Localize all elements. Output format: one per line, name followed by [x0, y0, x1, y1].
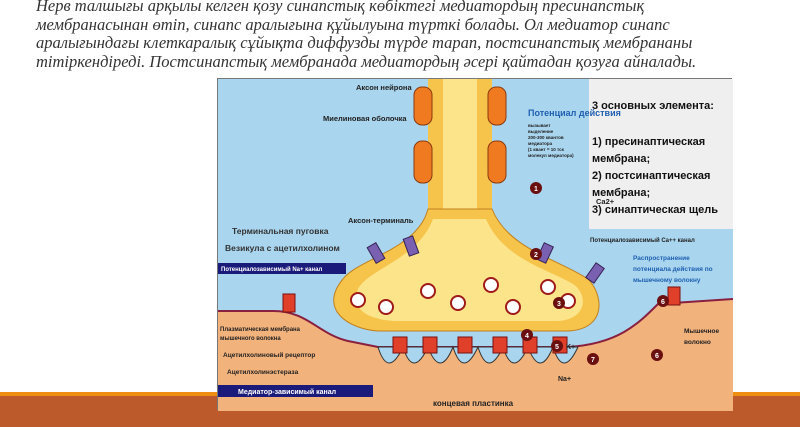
ap-note: 200-300 квантов	[528, 135, 564, 140]
info-item: 1) пресинаптическая	[592, 136, 705, 148]
step-4: 4	[525, 333, 529, 340]
label-propagation: Распространение	[633, 255, 690, 262]
ap-note: вызывает	[528, 123, 551, 128]
info-box	[589, 79, 733, 229]
info-item: 2) постсинаптическая	[592, 170, 710, 182]
label-ca-channel: Потенциалозависимый Ca++ канал	[590, 237, 695, 244]
paragraph-text: Нерв талшығы арқылы келген қозу синапсты…	[36, 0, 697, 71]
info-item: мембрана;	[592, 153, 650, 165]
info-item: 3) синаптическая щель	[592, 204, 718, 216]
label-ca: Ca2+	[596, 197, 615, 206]
label-vesicle: Везикула с ацетилхолином	[225, 243, 340, 253]
ap-note: молекул медиатора)	[528, 153, 574, 158]
label-mediator-channel: Медиатор-зависимый канал	[238, 388, 336, 396]
label-na: Na+	[558, 376, 571, 383]
step-2: 2	[534, 252, 538, 259]
label-k: K+	[566, 344, 575, 351]
muscle-fiber	[218, 299, 733, 411]
step-7: 7	[591, 357, 595, 364]
step-3: 3	[557, 301, 561, 308]
label-na-channel: Потенциалозависимый Na+ канал	[221, 266, 322, 273]
step-1: 1	[534, 186, 538, 193]
label-plasma-membrane-2: мышечного волокна	[220, 336, 281, 342]
label-ach-receptor: Ацетилхолиновый рецептор	[223, 351, 315, 359]
label-myelin: Миелиновая оболочка	[323, 114, 407, 123]
ap-note: медиатора	[528, 141, 553, 146]
ap-note: (1 квант = 10 тск	[528, 147, 565, 152]
label-propagation-2: потенциала действия по	[633, 265, 713, 273]
label-propagation-3: мышечному волокну	[633, 277, 701, 284]
label-ache: Ацетилхолинэстераза	[227, 369, 299, 376]
synapse-diagram: 3 основных элемента: 1) пресинаптическая…	[217, 78, 734, 411]
ap-note: выделение	[528, 129, 554, 134]
label-muscle-fiber: Мышечное	[684, 328, 720, 335]
label-action-potential: Потенциал действия	[528, 108, 621, 118]
step-6b: 6	[655, 353, 659, 360]
step-6a: 6	[661, 299, 665, 306]
info-item: мембрана;	[592, 187, 650, 199]
info-title: 3 основных элемента:	[592, 100, 714, 112]
label-end-plate: концевая пластинка	[433, 399, 514, 408]
label-axon: Аксон нейрона	[356, 83, 412, 92]
vesicles	[350, 277, 576, 315]
label-plasma-membrane: Плазматическая мембрана	[220, 326, 301, 333]
label-muscle-fiber-2: волокно	[684, 339, 711, 346]
label-axon-terminal: Аксон-терминаль	[348, 216, 414, 225]
label-terminal-button: Терминальная пуговка	[232, 226, 329, 236]
step-5: 5	[555, 344, 559, 351]
